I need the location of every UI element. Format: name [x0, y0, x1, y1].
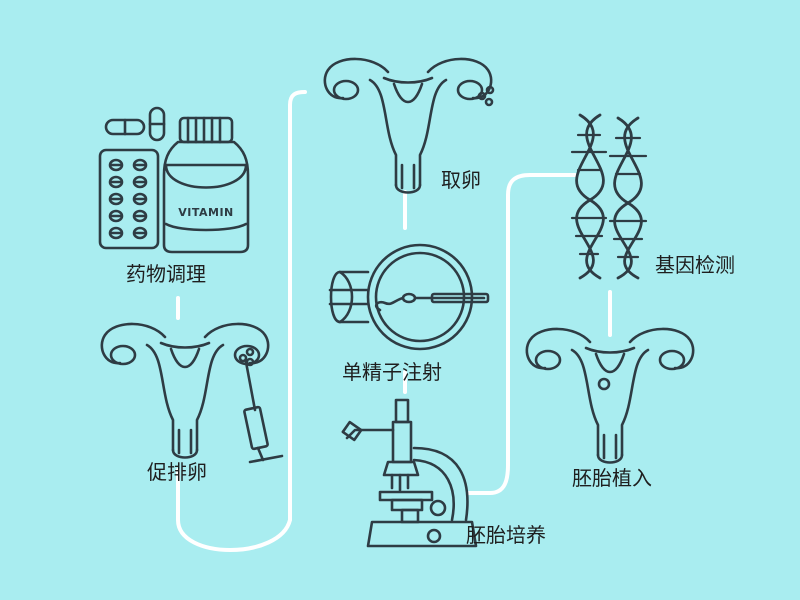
step-label-ovulation-induction: 促排卵 [147, 460, 207, 484]
step-label-embryo-transfer: 胚胎植入 [572, 466, 652, 490]
dna-icon [570, 113, 648, 280]
bottle-label: VITAMIN [178, 206, 234, 219]
microscope-icon [341, 398, 478, 548]
step-label-genetic-testing: 基因检测 [655, 253, 735, 277]
medicine-icon [98, 106, 250, 254]
step-label-embryo-culture: 胚胎培养 [466, 523, 546, 547]
step-label-sperm-injection: 单精子注射 [342, 360, 442, 384]
step-label-medication: 药物调理 [126, 262, 206, 286]
uterus-embryo-icon [525, 327, 695, 464]
uterus-ovary-icon [323, 57, 495, 194]
step-label-egg-retrieval: 取卵 [441, 168, 481, 192]
connector-lines [176, 90, 612, 552]
egg-injection-icon [328, 243, 490, 351]
uterus-syringe-icon [100, 322, 284, 464]
